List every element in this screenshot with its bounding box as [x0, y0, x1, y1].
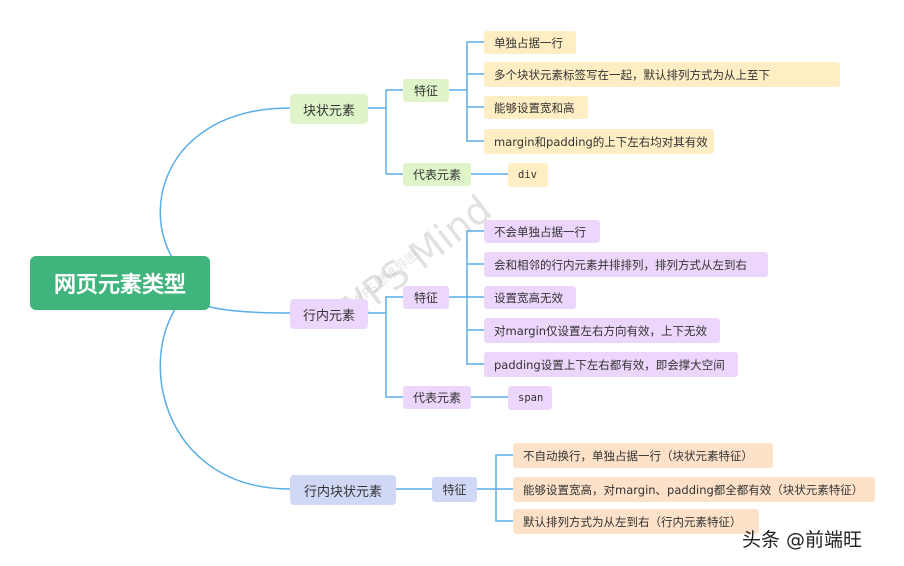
block-rep-value[interactable]: div: [508, 163, 548, 187]
block-feature-3[interactable]: 能够设置宽和高: [484, 96, 588, 119]
block-feature-2[interactable]: 多个块状元素标签写在一起，默认排列方式为从上至下: [484, 62, 840, 87]
root-node[interactable]: 网页元素类型: [30, 256, 210, 310]
branch-inline-block[interactable]: 行内块状元素: [290, 475, 396, 505]
inline-feature-1[interactable]: 不会单独占据一行: [484, 220, 600, 243]
branch-inline[interactable]: 行内元素: [290, 299, 368, 329]
block-feature-label[interactable]: 特征: [403, 79, 449, 102]
inline-feature-label[interactable]: 特征: [403, 286, 449, 309]
inline-block-feature-label[interactable]: 特征: [432, 477, 477, 502]
inline-rep-value[interactable]: span: [508, 386, 552, 410]
inline-block-feature-2[interactable]: 能够设置宽高，对margin、padding都全都有效（块状元素特征）: [513, 477, 875, 502]
block-feature-1[interactable]: 单独占据一行: [484, 31, 576, 54]
branch-block[interactable]: 块状元素: [290, 94, 368, 124]
credit-text: 头条 @前端旺: [742, 529, 863, 551]
inline-feature-5[interactable]: padding设置上下左右都有效，即会撑大空间: [484, 352, 738, 377]
inline-feature-2[interactable]: 会和相邻的行内元素并排排列，排列方式从左到右: [484, 252, 768, 277]
inline-block-feature-3[interactable]: 默认排列方式为从左到右（行内元素特征）: [513, 509, 759, 534]
link-root-inline-block: [159, 284, 291, 490]
inline-feature-3[interactable]: 设置宽高无效: [484, 286, 576, 309]
block-feature-4[interactable]: margin和padding的上下左右均对其有效: [484, 129, 714, 154]
inline-rep-label[interactable]: 代表元素: [403, 386, 471, 409]
inline-feature-4[interactable]: 对margin仅设置左右方向有效，上下无效: [484, 318, 720, 343]
inline-block-feature-1[interactable]: 不自动换行，单独占据一行（块状元素特征）: [513, 443, 773, 468]
block-rep-label[interactable]: 代表元素: [403, 163, 471, 186]
